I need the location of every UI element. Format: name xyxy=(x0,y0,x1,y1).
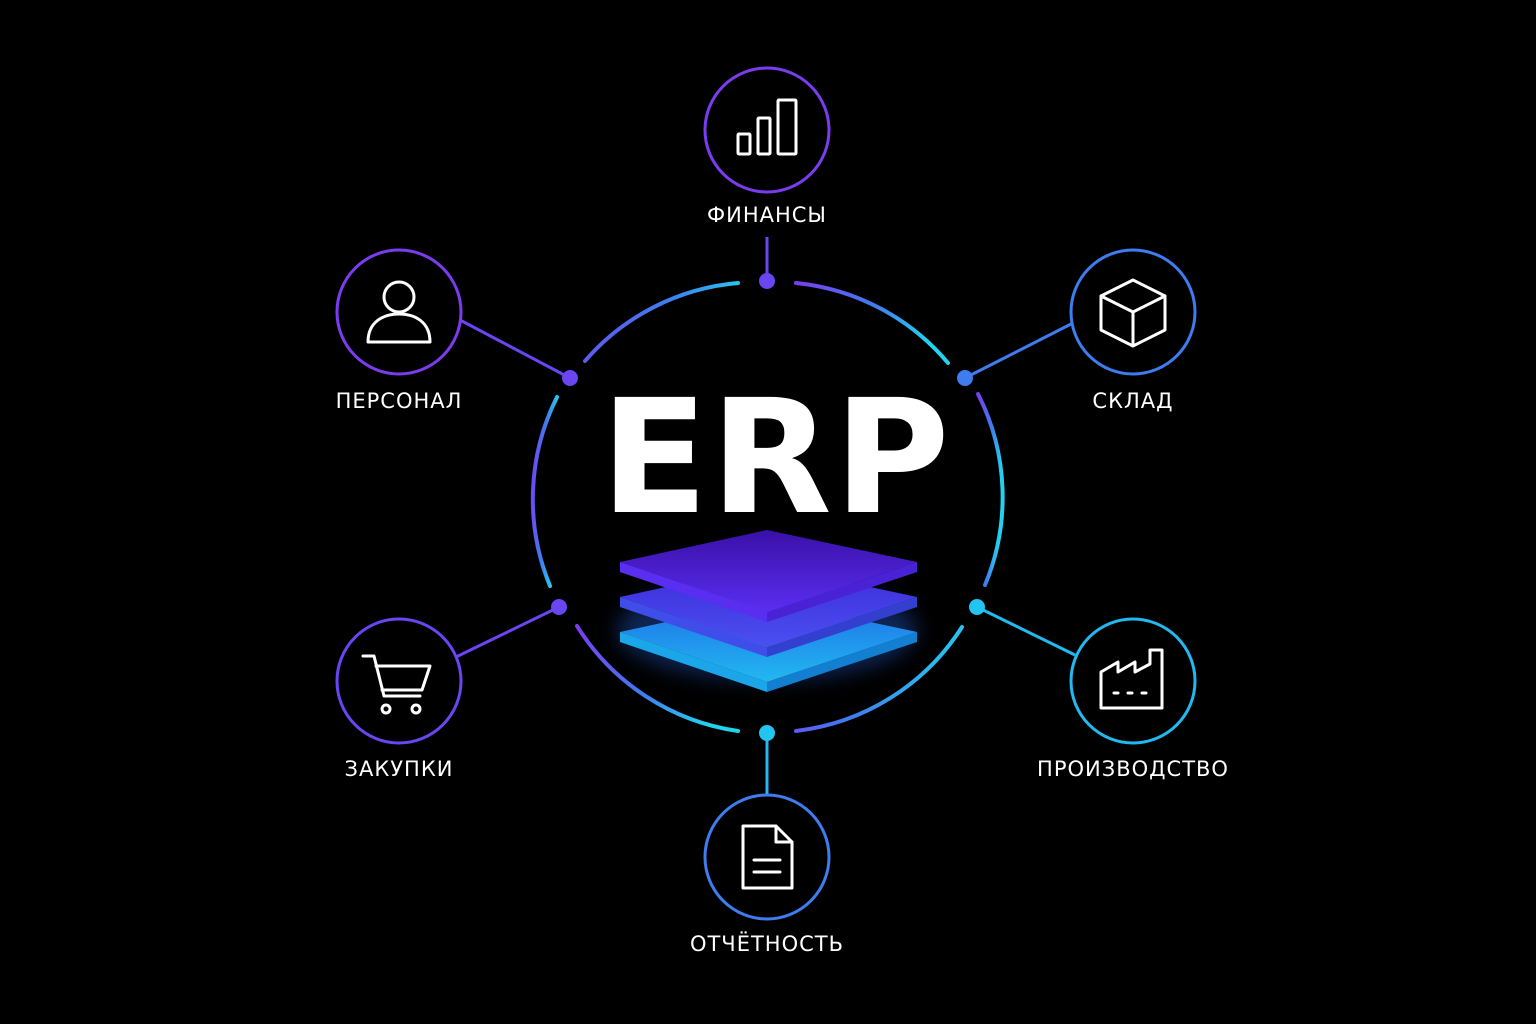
finance-node-ring xyxy=(703,66,831,194)
purchasing-node-ring xyxy=(335,617,463,745)
central-ring xyxy=(530,281,1005,733)
production-node-ring xyxy=(1069,617,1197,745)
reports-node-ring xyxy=(703,793,831,921)
bar-chart-icon xyxy=(736,98,798,156)
dot-personnel xyxy=(562,370,578,386)
finance-label: ФИНАНСЫ xyxy=(707,203,827,227)
connector-personnel xyxy=(459,318,571,380)
factory-icon xyxy=(1099,648,1164,710)
box-icon xyxy=(1099,278,1167,348)
module-reports[interactable]: ОТЧЁТНОСТЬ xyxy=(690,793,844,956)
module-production[interactable]: ПРОИЗВОДСТВО xyxy=(1037,617,1229,781)
dot-finance xyxy=(759,273,775,289)
connection-dots xyxy=(551,273,985,741)
production-label: ПРОИЗВОДСТВО xyxy=(1037,757,1229,781)
purchasing-label: ЗАКУПКИ xyxy=(345,757,454,781)
document-icon xyxy=(741,824,794,890)
module-finance[interactable]: ФИНАНСЫ xyxy=(703,66,831,227)
connector-purchasing xyxy=(455,605,560,659)
dot-warehouse xyxy=(957,370,973,386)
connector-warehouse xyxy=(964,321,1074,380)
erp-title: ERP xyxy=(600,366,951,550)
cart-icon xyxy=(361,654,432,715)
module-purchasing[interactable]: ЗАКУПКИ xyxy=(335,617,463,781)
module-personnel[interactable]: ПЕРСОНАЛ xyxy=(335,248,463,413)
reports-label: ОТЧЁТНОСТЬ xyxy=(690,931,844,956)
connector-production xyxy=(976,605,1076,657)
dot-purchasing xyxy=(551,599,567,615)
dot-reports xyxy=(759,725,775,741)
personnel-label: ПЕРСОНАЛ xyxy=(336,389,463,413)
stacked-layers-icon xyxy=(617,530,917,692)
connectors xyxy=(455,237,1076,795)
warehouse-label: СКЛАД xyxy=(1092,389,1173,413)
dot-production xyxy=(969,599,985,615)
user-icon xyxy=(366,280,432,344)
module-warehouse[interactable]: СКЛАД xyxy=(1069,248,1197,413)
